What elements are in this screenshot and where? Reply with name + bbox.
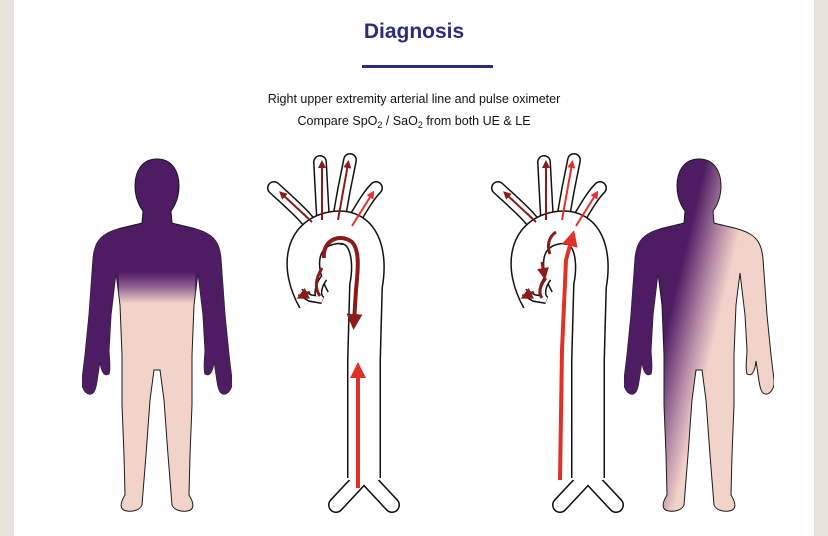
left-aorta-figure	[274, 160, 396, 512]
right-body-figure	[624, 159, 774, 511]
left-body-figure	[82, 159, 232, 511]
diagnosis-diagram	[14, 0, 814, 536]
slide: Diagnosis Right upper extremity arterial…	[14, 0, 814, 536]
right-aorta-figure	[498, 160, 616, 505]
